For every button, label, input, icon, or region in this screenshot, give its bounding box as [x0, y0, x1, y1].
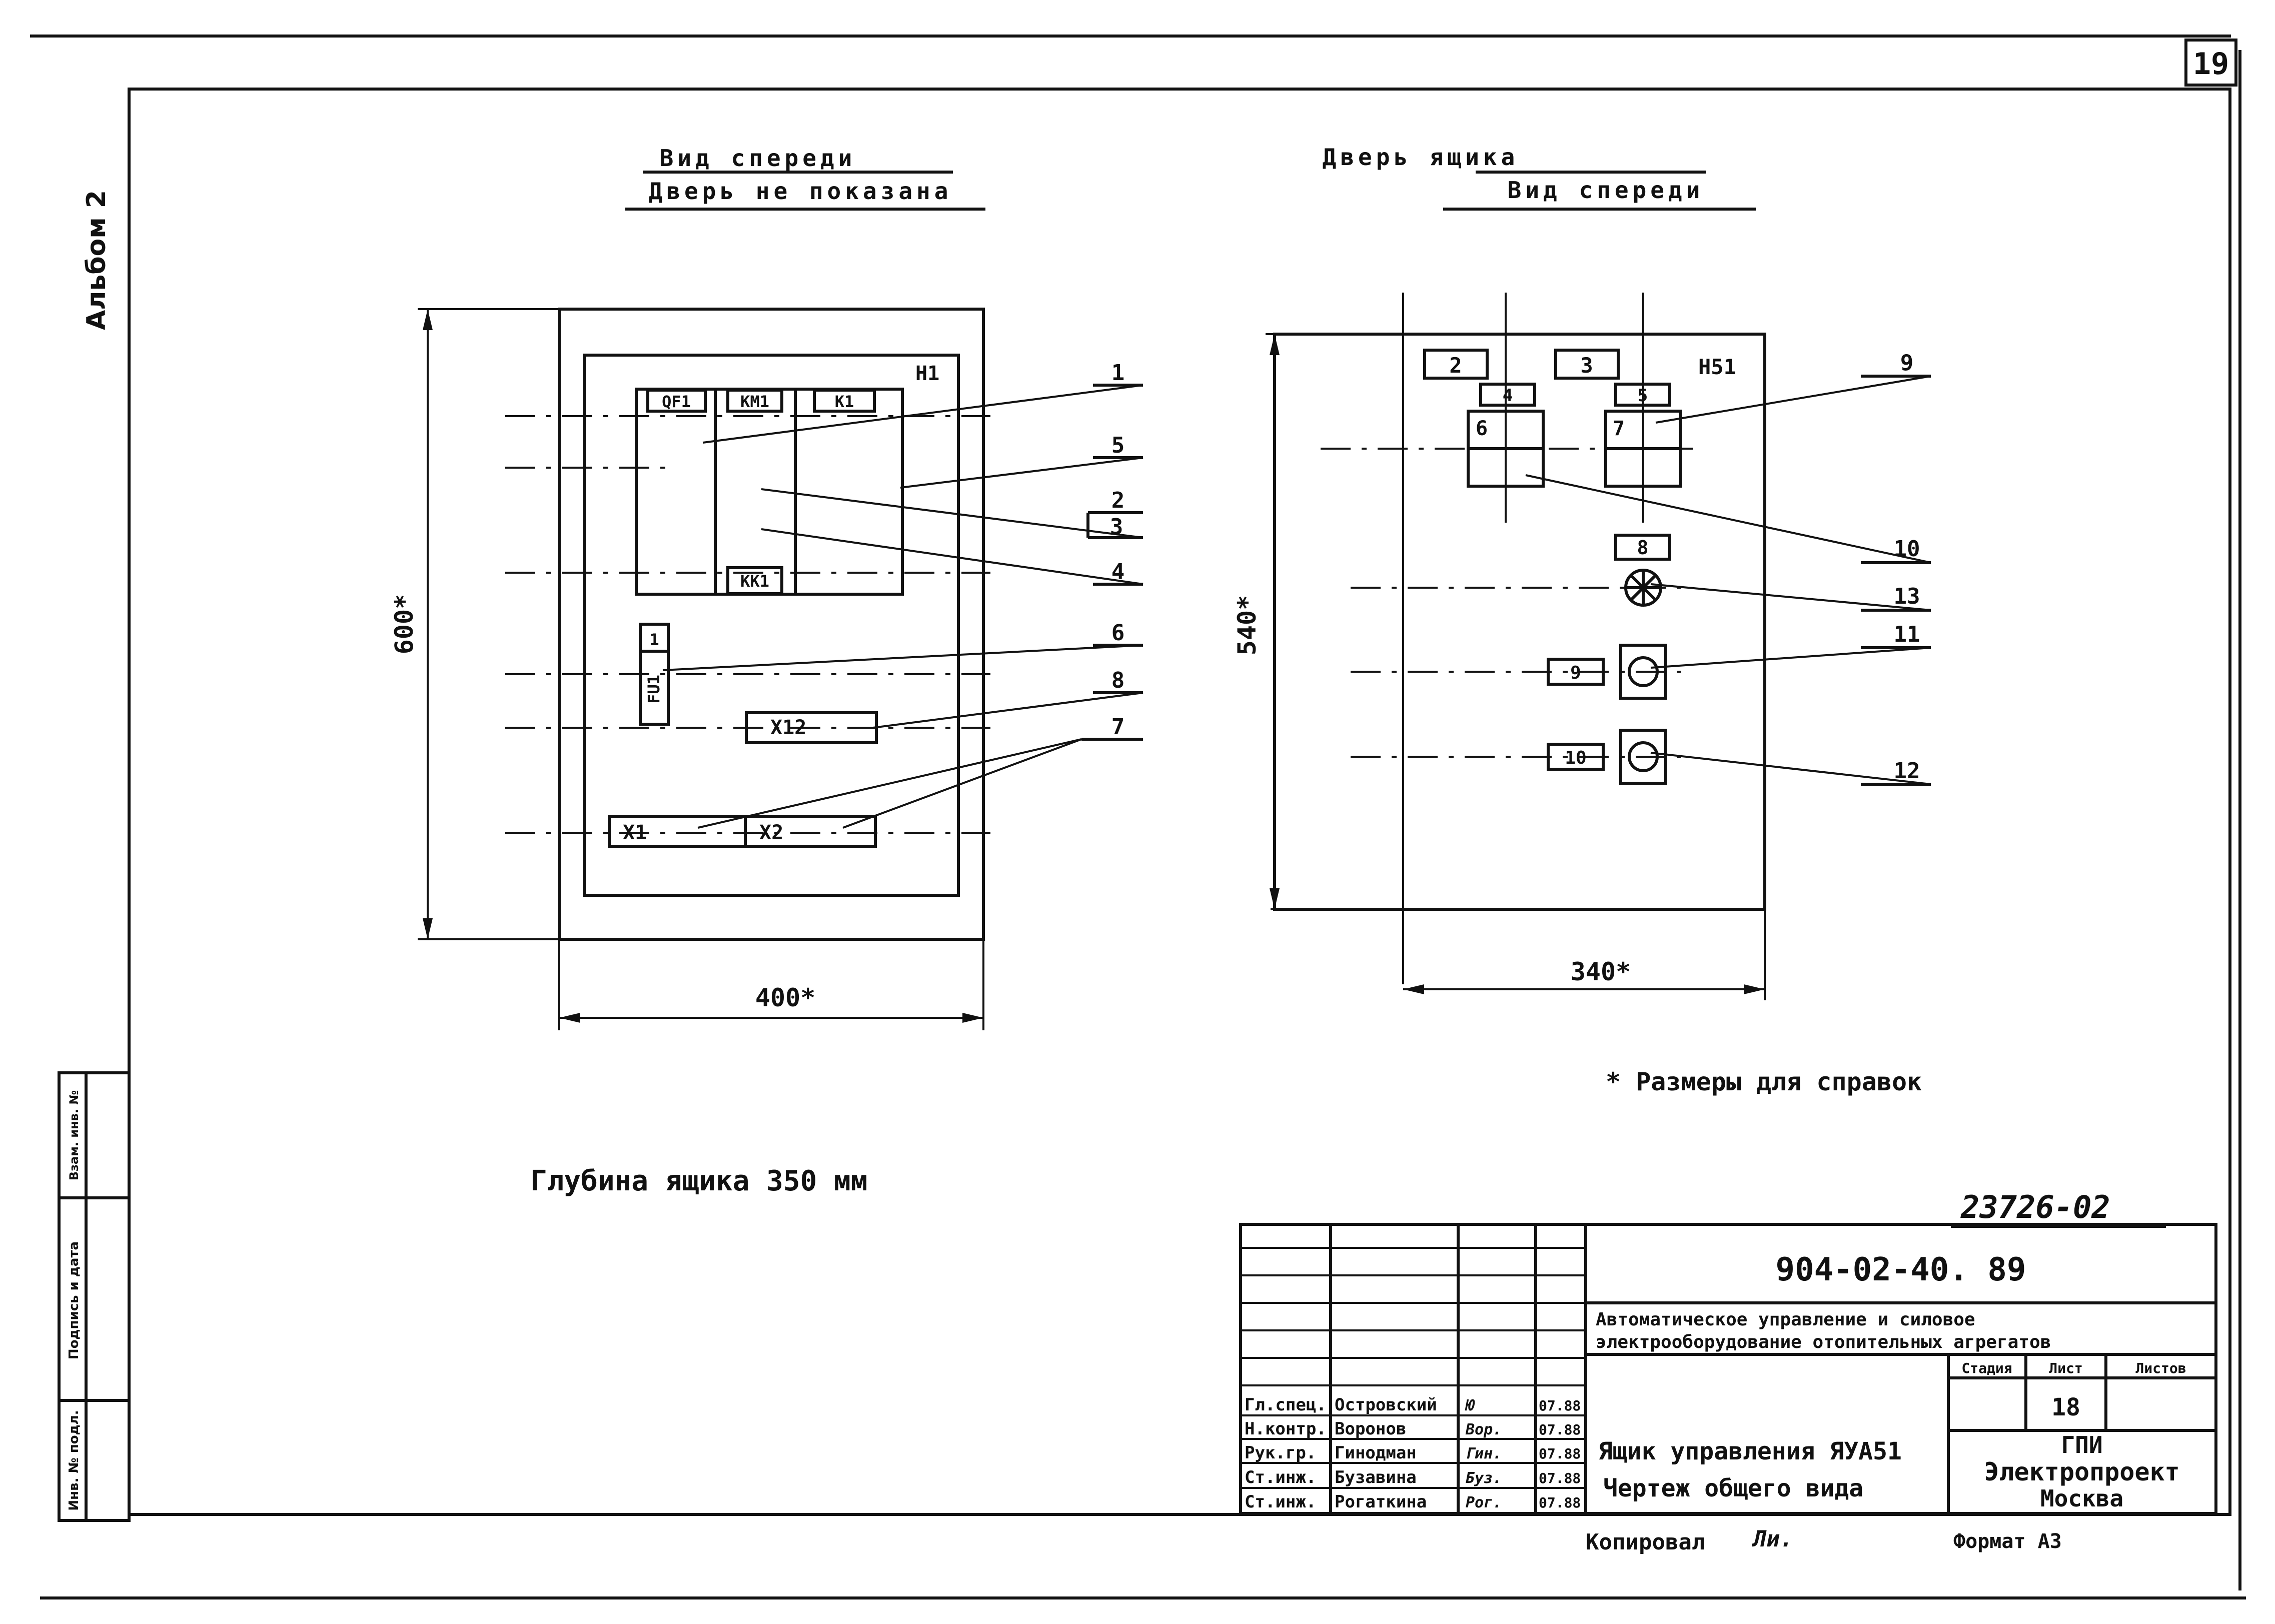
strip-field-3: Взам. инв. №	[67, 1090, 81, 1180]
org-line-1: ГПИ	[2061, 1431, 2102, 1458]
front-view-title-2: Дверь не показана	[649, 178, 952, 205]
page-number: 19	[2193, 47, 2229, 82]
doc-code: 904-02-40. 89	[1776, 1251, 2026, 1288]
front-callout-5: 5	[1111, 433, 1125, 458]
signer-name: Гинодман	[1335, 1443, 1417, 1463]
front-view-enclosure	[558, 308, 985, 941]
album-label: Альбом 2	[82, 190, 112, 330]
door-callout-13: 13	[1894, 584, 1920, 609]
part-x12: X12	[770, 716, 806, 739]
strip-field-2: Подпись и дата	[67, 1241, 82, 1359]
signer-name: Воронов	[1335, 1419, 1406, 1439]
signers-table: Гл.спец. Островский Ю 07.88 Н.контр. Вор…	[1245, 1395, 1581, 1512]
project-line-2: электрооборудование отопительных агрегат…	[1596, 1332, 2051, 1352]
part-qf1: QF1	[662, 392, 691, 411]
front-callout-8: 8	[1111, 668, 1125, 693]
front-view-title-1: Вид спереди	[660, 145, 856, 172]
signer-date: 07.88	[1539, 1470, 1581, 1486]
signer-signature: Ю	[1465, 1397, 1475, 1414]
signer-name: Островский	[1335, 1395, 1437, 1415]
front-view-leaders	[662, 384, 1144, 829]
door-view-leaders	[1525, 375, 1931, 786]
sheet-format: Формат А3	[1953, 1530, 2062, 1553]
front-callout-7: 7	[1111, 714, 1125, 740]
door-view-title-1: Дверь ящика	[1323, 144, 1519, 171]
front-callout-1: 1	[1111, 360, 1125, 386]
project-line-1: Автоматическое управление и силовое	[1596, 1309, 1975, 1330]
signer-role: Рук.гр.	[1245, 1443, 1316, 1463]
door-box-9: 9	[1570, 663, 1581, 683]
title-block-grid	[1239, 1223, 2217, 1515]
left-strip	[58, 1071, 131, 1522]
door-box-6: 6	[1476, 417, 1488, 440]
door-view-dimensions	[1266, 333, 1766, 1000]
door-box-3: 3	[1580, 353, 1593, 378]
signer-date: 07.88	[1539, 1445, 1581, 1462]
box-depth-note: Глубина ящика 350 мм	[530, 1165, 867, 1197]
signer-role: Н.контр.	[1245, 1419, 1327, 1439]
front-view-axis-lines	[505, 415, 990, 834]
door-callout-11: 11	[1894, 622, 1920, 647]
door-box-8: 8	[1637, 537, 1649, 559]
door-box-7: 7	[1613, 417, 1625, 440]
sheet-value: 18	[2051, 1393, 2080, 1421]
signer-name: Рогаткина	[1335, 1492, 1427, 1512]
reference-dimensions-note: * Размеры для справок	[1606, 1067, 1922, 1096]
door-box-2: 2	[1449, 353, 1462, 378]
copied-by-signature: Ли.	[1752, 1526, 1793, 1552]
part-km1: KM1	[740, 392, 769, 411]
signer-date: 07.88	[1539, 1421, 1581, 1438]
marker-h1: Н1	[915, 362, 939, 385]
part-x2: X2	[759, 821, 783, 844]
front-view-dimensions	[418, 308, 984, 1030]
part-x1: X1	[623, 821, 647, 844]
door-box-10: 10	[1565, 748, 1586, 768]
front-callout-6: 6	[1111, 620, 1125, 646]
door-view-title-2: Вид спереди	[1508, 177, 1704, 204]
sheet-label: Лист	[2049, 1360, 2082, 1376]
door-callout-12: 12	[1894, 758, 1920, 784]
signer-signature: Гин.	[1466, 1445, 1502, 1462]
drawing-title-1: Ящик управления ЯУА51	[1598, 1437, 1902, 1465]
door-view-axis-lines	[1321, 411, 1701, 758]
door-callout-10: 10	[1894, 536, 1920, 562]
door-view-panel	[1273, 293, 1766, 984]
signer-date: 07.88	[1539, 1397, 1581, 1414]
signer-role: Гл.спец.	[1245, 1395, 1327, 1415]
signer-signature: Вор.	[1465, 1421, 1502, 1438]
copied-by-label: Копировал	[1586, 1529, 1705, 1555]
sheets-label: Листов	[2135, 1360, 2186, 1376]
strip-field-1: Инв. № подл.	[67, 1410, 82, 1510]
part-fu1: FU1	[644, 675, 663, 704]
signer-signature: Буз.	[1466, 1469, 1502, 1487]
front-callout-3: 3	[1110, 514, 1123, 540]
stage-label: Стадия	[1961, 1360, 2012, 1376]
drawing-title-2: Чертеж общего вида	[1603, 1474, 1863, 1502]
org-line-3: Москва	[2040, 1485, 2123, 1512]
door-callout-9: 9	[1900, 350, 1914, 376]
sheet-frame	[30, 35, 2246, 1599]
front-callout-4: 4	[1111, 559, 1125, 585]
door-box-4: 4	[1503, 386, 1513, 406]
marker-h51: Н51	[1698, 355, 1736, 379]
part-kk1: KK1	[740, 572, 769, 591]
door-box-5: 5	[1638, 386, 1648, 406]
signer-signature: Рог.	[1466, 1494, 1502, 1511]
front-dim-height: 600*	[390, 594, 419, 654]
front-callout-2: 2	[1111, 488, 1125, 513]
signer-name: Бузавина	[1335, 1467, 1417, 1487]
part-fu1-number: 1	[649, 630, 659, 649]
signer-role: Ст.инж.	[1245, 1467, 1316, 1487]
org-line-2: Электропроект	[1984, 1457, 2179, 1486]
part-k1: K1	[835, 392, 854, 411]
signer-date: 07.88	[1539, 1494, 1581, 1511]
archive-number: 23726-02	[1960, 1189, 2110, 1225]
front-dim-width: 400*	[755, 983, 815, 1012]
door-dim-width: 340*	[1571, 957, 1631, 986]
signer-role: Ст.инж.	[1245, 1492, 1316, 1512]
door-dim-height: 540*	[1233, 595, 1262, 655]
